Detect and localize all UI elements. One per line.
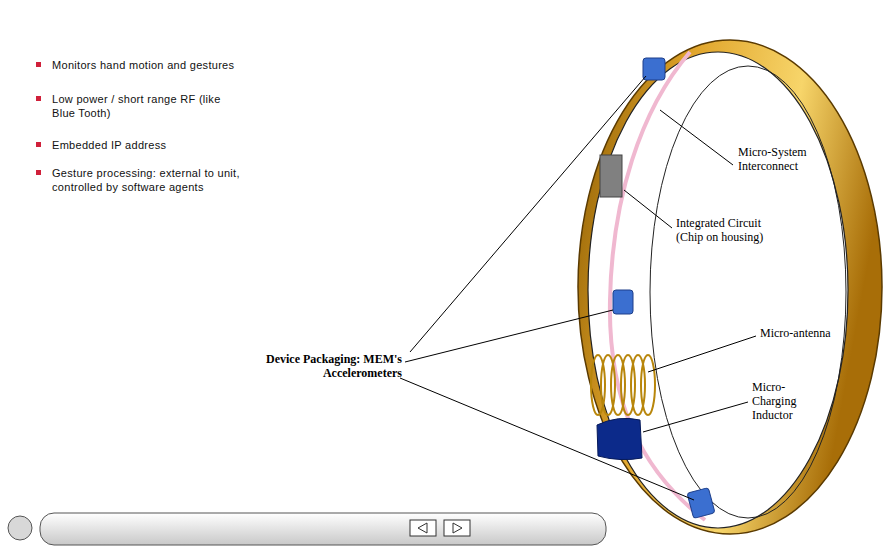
accelerometer xyxy=(613,290,633,314)
part-label: Integrated Circuit (Chip on housing) xyxy=(676,216,786,244)
ring-outer xyxy=(578,40,882,534)
bullet-text: Gesture processing: external to unit, co… xyxy=(52,166,242,194)
next-button xyxy=(444,520,470,536)
antenna-coil xyxy=(591,355,655,415)
accelerometer xyxy=(687,488,715,519)
charging-inductor xyxy=(597,418,642,459)
nav-bar xyxy=(40,513,606,545)
ring-inner-surface xyxy=(588,52,848,528)
prev-arrow xyxy=(418,523,427,533)
coil-winding xyxy=(641,355,655,415)
part-label: Micro-antenna xyxy=(760,326,840,340)
part-label: Micro-System Interconnect xyxy=(738,145,810,173)
accelerometer xyxy=(643,58,665,80)
bullet-text: Low power / short range RF (like Blue To… xyxy=(52,92,242,120)
bullet-text: Monitors hand motion and gestures xyxy=(52,58,242,72)
bullet-text: Embedded IP address xyxy=(52,138,242,152)
leader-lines xyxy=(400,76,756,500)
next-arrow xyxy=(453,523,462,533)
part-label: Micro-Charging Inductor xyxy=(752,380,822,422)
nav-button xyxy=(8,516,32,540)
prev-button xyxy=(410,520,436,536)
ring-inner-edge xyxy=(650,66,846,518)
part-label: Device Packaging: MEM's Accelerometers xyxy=(250,352,402,380)
chip xyxy=(600,155,622,197)
